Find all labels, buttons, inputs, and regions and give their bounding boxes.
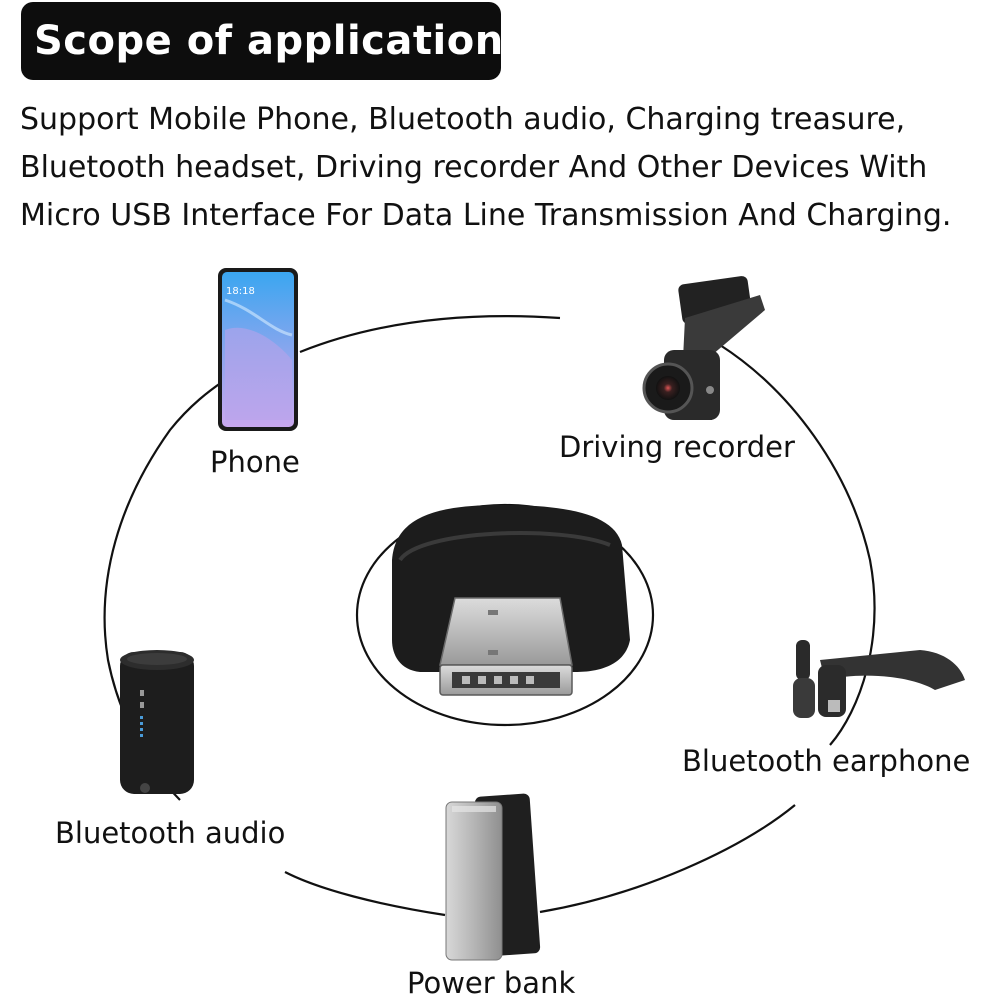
phone-screen-time: 18:18 <box>226 286 255 297</box>
description-line: Support Mobile Phone, Bluetooth audio, C… <box>20 102 906 137</box>
bluetooth-earphone-icon <box>793 640 965 718</box>
page-title: Scope of application: <box>34 18 521 64</box>
bluetooth-earphone-label: Bluetooth earphone <box>682 744 971 778</box>
description-line: Micro USB Interface For Data Line Transm… <box>20 198 952 233</box>
phone-label: Phone <box>210 445 300 479</box>
driving-recorder-icon <box>642 276 765 420</box>
title-banner <box>21 2 501 80</box>
description-line: Bluetooth headset, Driving recorder And … <box>20 150 928 185</box>
power-bank-icon <box>445 793 541 961</box>
connection-ring <box>103 315 876 917</box>
power-bank-label: Power bank <box>407 966 576 1000</box>
phone-icon: 18:18 <box>218 268 298 431</box>
description: Support Mobile Phone, Bluetooth audio, C… <box>20 96 985 240</box>
bluetooth-audio-label: Bluetooth audio <box>55 816 286 850</box>
micro-usb-connector-icon <box>392 505 630 696</box>
driving-recorder-label: Driving recorder <box>559 430 795 464</box>
bluetooth-audio-icon <box>120 650 194 794</box>
center-ring <box>355 503 655 727</box>
